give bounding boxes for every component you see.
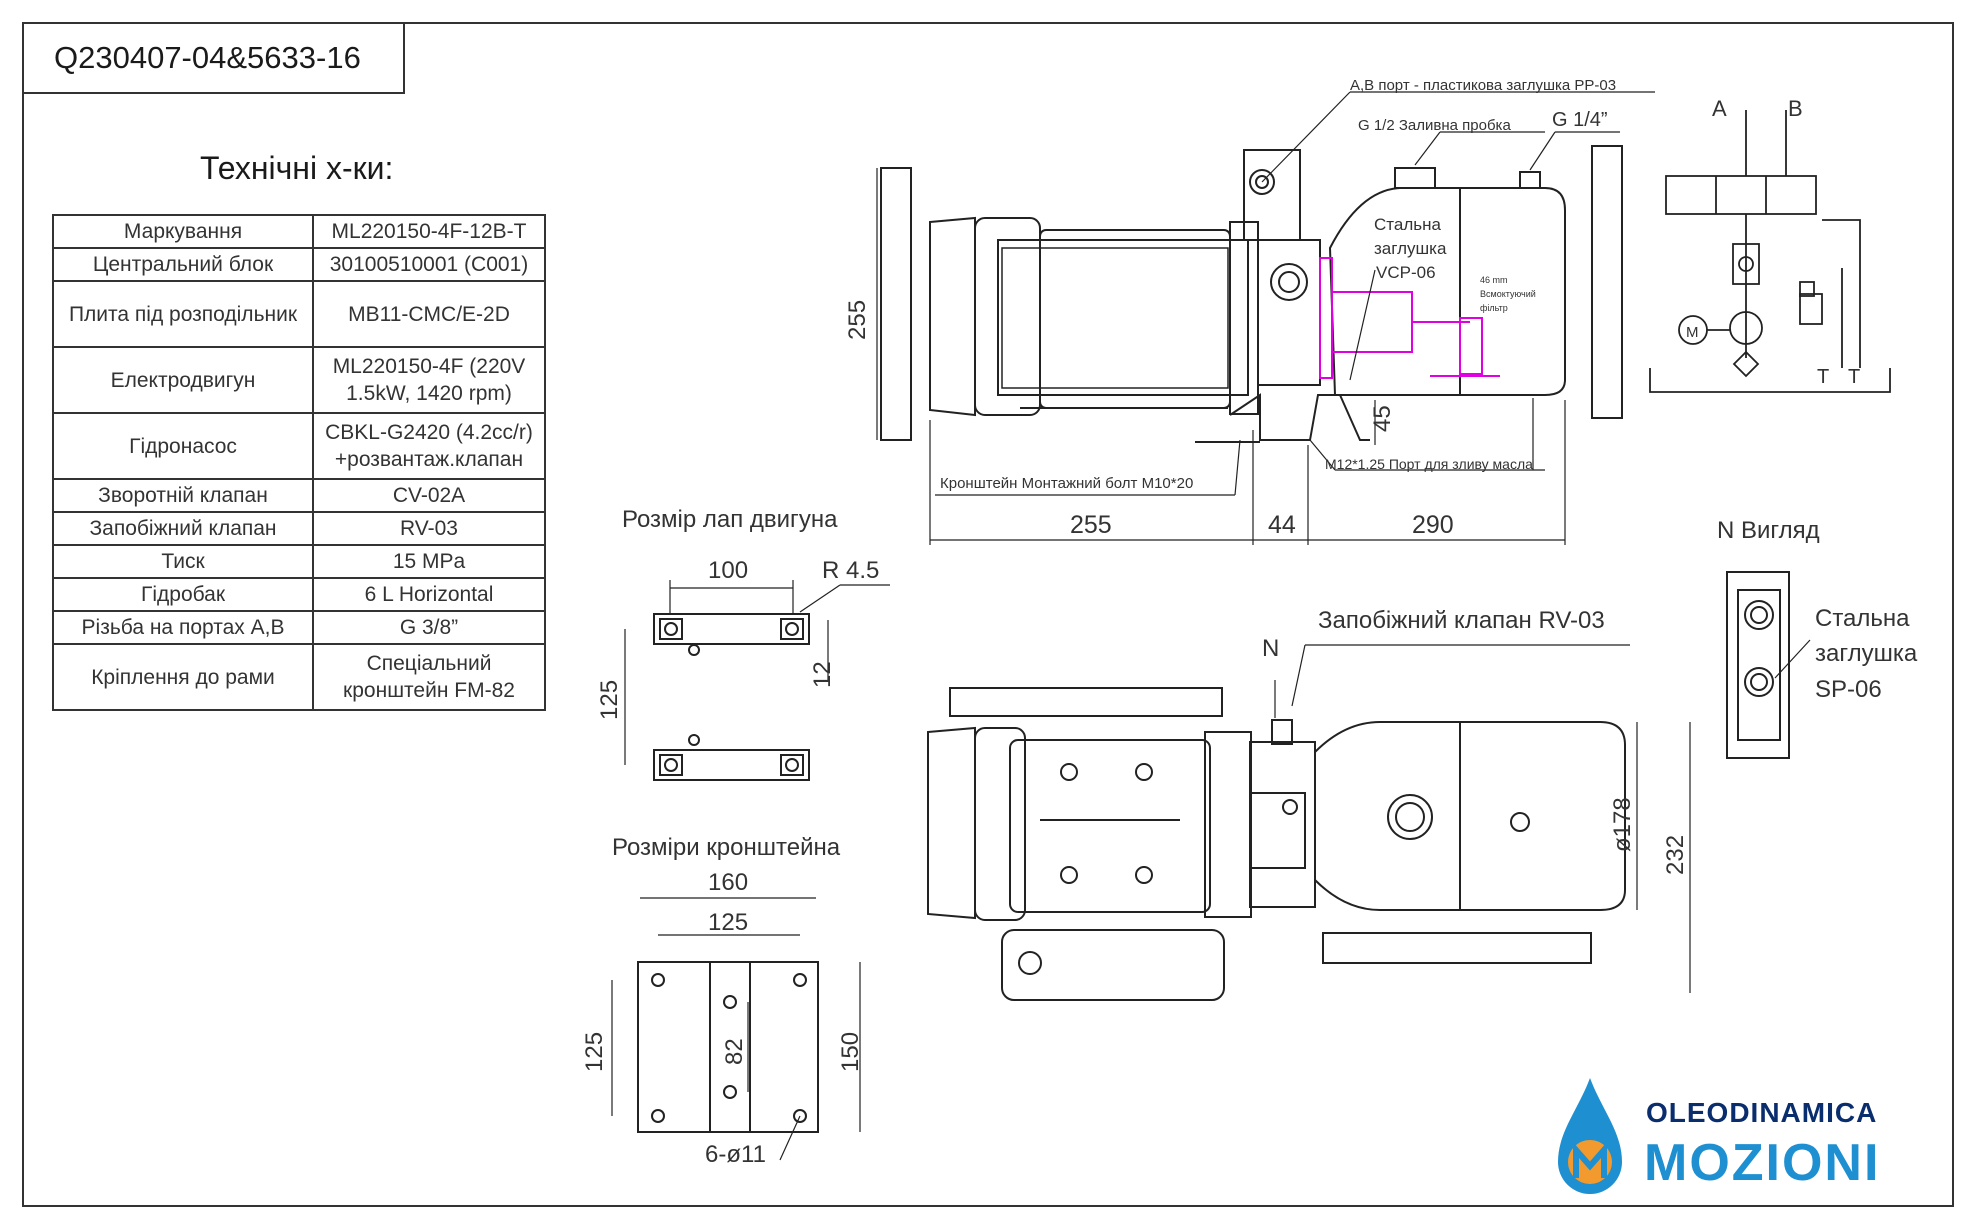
steel-plug-note-3: VCP-06 bbox=[1376, 263, 1436, 282]
dim-diameter-178: ø178 bbox=[1609, 797, 1636, 852]
spec-key: Зворотній клапан bbox=[52, 478, 314, 513]
n-view-title: N Вигляд bbox=[1717, 517, 1820, 544]
spec-key: Гідробак bbox=[52, 577, 314, 612]
steel-plug-note-2: заглушка bbox=[1374, 239, 1447, 258]
n-view bbox=[1726, 571, 1811, 759]
spec-value: ML220150-4F-12B-T bbox=[312, 214, 546, 249]
spec-key: Тиск bbox=[52, 544, 314, 579]
bracket-bolt-note: Кронштейн Монтажний болт M10*20 bbox=[940, 475, 1193, 492]
spec-key: Запобіжний клапан bbox=[52, 511, 314, 546]
spec-key: Різьба на портах A,B bbox=[52, 610, 314, 645]
spec-value: MB11-CMC/E-2D bbox=[312, 280, 546, 348]
n-plug-label-3: SP-06 bbox=[1815, 676, 1882, 703]
drain-port-note: M12*1.25 Порт для зливу масла bbox=[1325, 456, 1533, 472]
logo-line2: MOZIONI bbox=[1644, 1134, 1880, 1192]
spec-title: Технічні х-ки: bbox=[200, 150, 394, 186]
top-view bbox=[876, 91, 1655, 545]
n-plug-label-1: Стальна bbox=[1815, 605, 1910, 632]
dim-45: 45 bbox=[1369, 405, 1396, 432]
ports-note: A,B порт - пластикова заглушка PP-03 bbox=[1350, 77, 1616, 94]
dim-tank-290: 290 bbox=[1412, 511, 1454, 539]
drawing-code: Q230407-04&5633-16 bbox=[22, 22, 405, 94]
spec-key: Плита під розподільник bbox=[52, 280, 314, 348]
bracket-dim-150: 150 bbox=[837, 1032, 864, 1072]
spec-value: ML220150-4F (220V 1.5kW, 1420 rpm) bbox=[312, 346, 546, 414]
bracket-dim-82: 82 bbox=[721, 1038, 748, 1065]
tank-t1-label: T bbox=[1817, 366, 1829, 388]
filter-note-2: Всмоктуючий bbox=[1480, 289, 1536, 299]
spec-key: Електродвигун bbox=[52, 346, 314, 414]
spec-key: Кріплення до рами bbox=[52, 643, 314, 711]
feet-dim-r45: R 4.5 bbox=[822, 557, 879, 584]
bracket-holes: 6-ø11 bbox=[705, 1141, 766, 1168]
bracket-title: Розміри кронштейна bbox=[612, 834, 841, 861]
hydraulic-schematic bbox=[1649, 110, 1891, 393]
spec-value: CBKL-G2420 (4.2cc/r) +розвантаж.клапан bbox=[312, 412, 546, 480]
bracket-dim-125w: 125 bbox=[708, 909, 748, 936]
spec-value: G 3/8” bbox=[312, 610, 546, 645]
steel-plug-note-1: Стальна bbox=[1374, 215, 1441, 234]
dim-232: 232 bbox=[1662, 835, 1689, 875]
g14-note: G 1/4” bbox=[1552, 109, 1608, 131]
n-plug-label-2: заглушка bbox=[1815, 640, 1918, 667]
feet-dim-125: 125 bbox=[596, 680, 623, 720]
port-a-label: A bbox=[1712, 96, 1727, 121]
spec-key: Центральний блок bbox=[52, 247, 314, 282]
logo-line1: OLEODINAMICA bbox=[1646, 1097, 1877, 1128]
feet-title: Розмір лап двигуна bbox=[622, 506, 838, 533]
spec-value: 30100510001 (C001) bbox=[312, 247, 546, 282]
relief-valve-label: Запобіжний клапан RV-03 bbox=[1318, 607, 1605, 634]
spec-value: RV-03 bbox=[312, 511, 546, 546]
tank-t2-label: T bbox=[1848, 366, 1860, 388]
feet-dim-12: 12 bbox=[809, 661, 836, 688]
fill-plug-note: G 1/2 Заливна пробка bbox=[1358, 117, 1511, 134]
motor-symbol-label: M bbox=[1686, 324, 1699, 341]
motor-feet bbox=[624, 580, 890, 781]
spec-value: CV-02A bbox=[312, 478, 546, 513]
bracket-dim-125h: 125 bbox=[581, 1032, 608, 1072]
bracket-dim-160: 160 bbox=[708, 869, 748, 896]
spec-value: 15 MPa bbox=[312, 544, 546, 579]
side-view bbox=[927, 644, 1691, 1001]
filter-note-3: фільтр bbox=[1480, 303, 1508, 313]
spec-value: Спеціальний кронштейн FM-82 bbox=[312, 643, 546, 711]
spec-key: Маркування bbox=[52, 214, 314, 249]
filter-note-1: 46 mm bbox=[1480, 275, 1508, 285]
dim-height-255: 255 bbox=[844, 300, 871, 340]
spec-key: Гідронасос bbox=[52, 412, 314, 480]
drawing-frame bbox=[22, 22, 1954, 1207]
dim-motor-255: 255 bbox=[1070, 511, 1112, 539]
mozioni-logo: OLEODINAMICA MOZIONI bbox=[1558, 1078, 1880, 1194]
port-b-label: B bbox=[1788, 96, 1803, 121]
bracket-plan bbox=[611, 897, 861, 1161]
feet-dim-100: 100 bbox=[708, 557, 748, 584]
dim-block-44: 44 bbox=[1268, 511, 1296, 539]
spec-value: 6 L Horizontal bbox=[312, 577, 546, 612]
n-view-marker: N bbox=[1262, 635, 1279, 662]
